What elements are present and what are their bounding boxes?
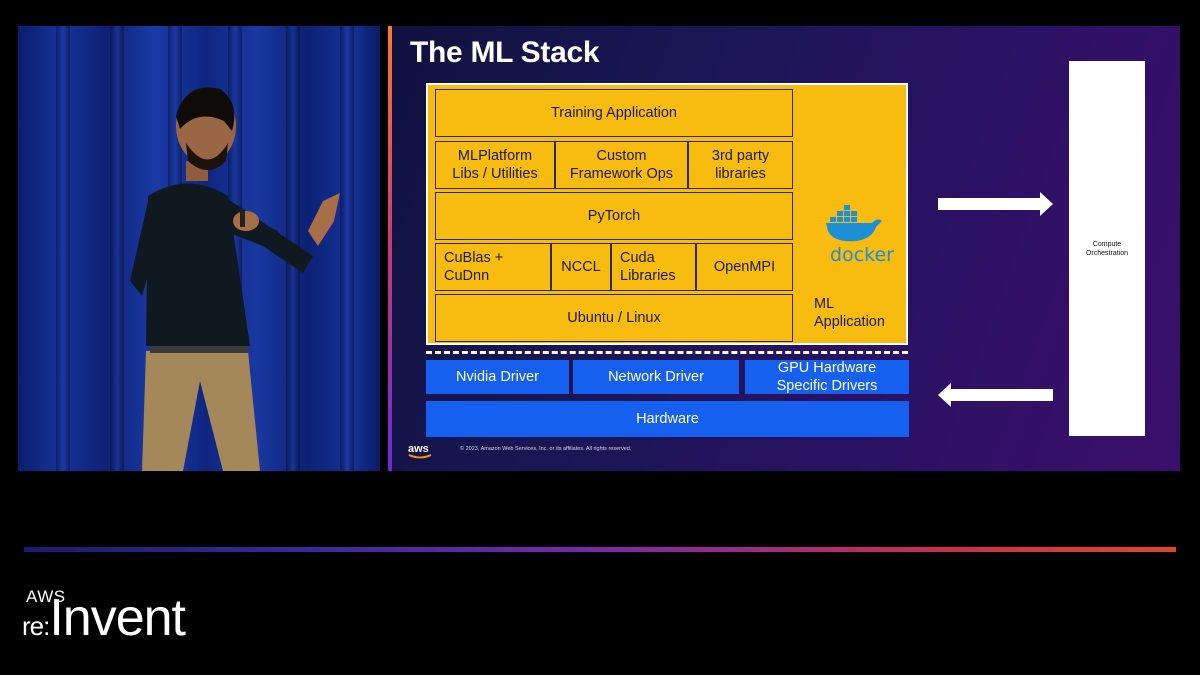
slide-title: The ML Stack [410,36,600,69]
nvidia-driver-box: Nvidia Driver [426,360,569,394]
layer-training-application: Training Application [435,89,793,137]
aws-logo-icon: aws [408,443,432,459]
layer-ubuntu-linux: Ubuntu / Linux [435,294,793,342]
reinvent-re: re: [22,611,50,641]
reinvent-invent: Invent [49,589,186,647]
aws-logo-text: aws [408,443,429,455]
layer-cuda-libraries: Cuda Libraries [611,243,696,291]
reinvent-logo: re:Invent [22,588,186,648]
gpu-drivers-box: GPU Hardware Specific Drivers [745,360,909,394]
container-boundary-divider [426,351,908,354]
speaker-video [18,26,380,471]
network-driver-box: Network Driver [573,360,739,394]
slide-accent-bar [388,26,392,471]
docker-logo: docker [826,205,894,265]
layer-nccl: NCCL [551,243,611,291]
speaker-figure [130,87,340,471]
hardware-box: Hardware [426,401,909,437]
ml-application-container: Training Application MLPlatform Libs / U… [426,83,908,345]
layer-openmpi: OpenMPI [696,243,793,291]
brand-aws-label: AWS [26,587,66,606]
ml-application-label: ML Application [814,296,885,330]
layer-mlplatform: MLPlatform Libs / Utilities [435,141,555,189]
layer-pytorch: PyTorch [435,192,793,240]
layer-cublas-cudnn: CuBlas + CuDnn [435,243,551,291]
docker-wordmark: docker [830,244,894,265]
compute-orchestration-box: Compute Orchestration [1069,61,1145,436]
brand-gradient-line [24,547,1176,552]
arrow-left-icon [938,383,1053,407]
arrow-right-icon [938,192,1053,216]
copyright-notice: © 2023, Amazon Web Services, Inc. or its… [460,446,632,452]
layer-third-party-libraries: 3rd party libraries [688,141,793,189]
presentation-slide: The ML Stack Training Application MLPlat… [388,26,1180,471]
compute-orchestration-label: Compute Orchestration [1085,240,1129,257]
layer-custom-framework-ops: Custom Framework Ops [555,141,688,189]
